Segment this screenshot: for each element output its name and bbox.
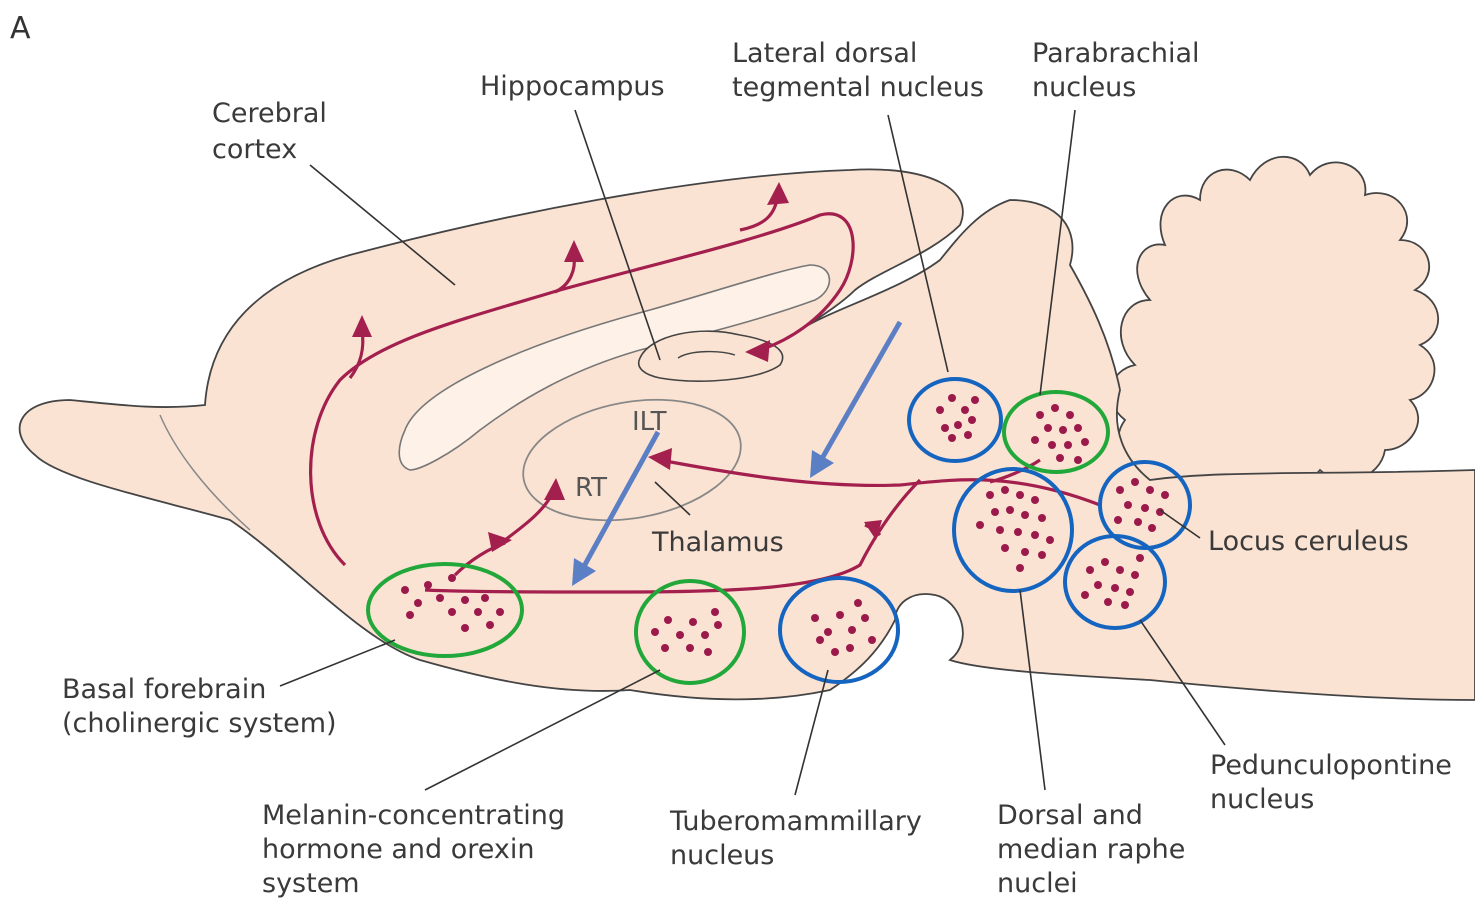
cerebellum [1111,157,1439,491]
label-parabrachial: Parabrachial nucleus [1032,38,1208,103]
label-locus-ceruleus: Locus ceruleus [1208,526,1409,557]
panel-label: A [10,11,31,46]
label-rt: RT [575,473,607,503]
label-thalamus: Thalamus [651,527,784,558]
label-pedunculopontine: Pedunculopontine nucleus [1210,750,1460,815]
label-melanin-orexin: Melanin-concentrating hormone and orexin… [262,800,574,899]
label-hippocampus: Hippocampus [480,71,665,102]
label-ilt: ILT [632,407,667,437]
label-cerebral-cortex: Cerebral cortex [212,98,335,165]
label-basal-forebrain: Basal forebrain (cholinergic system) [62,674,337,739]
label-lateral-dorsal: Lateral dorsal tegmental nucleus [732,38,984,103]
label-raphe: Dorsal and median raphe nuclei [997,800,1194,899]
label-tuberomammillary: Tuberomammillary nucleus [669,806,930,871]
